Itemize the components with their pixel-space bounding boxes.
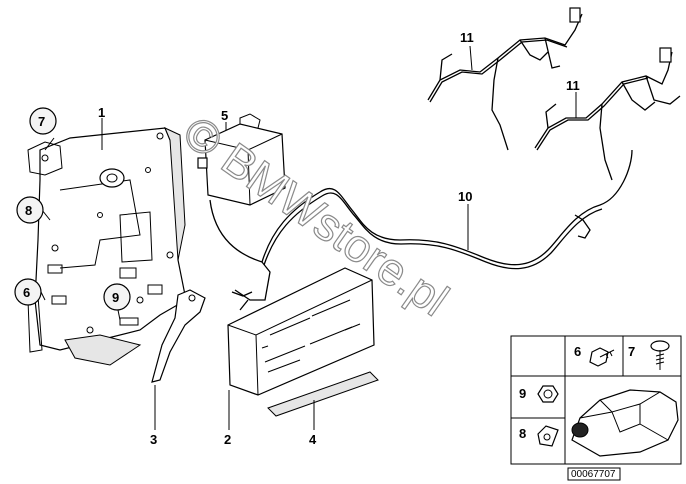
callout-7-circle: 7 — [29, 107, 57, 135]
clip-nut-icon — [537, 425, 559, 447]
control-module-part[interactable] — [197, 113, 286, 206]
housing-box-part[interactable] — [227, 267, 375, 396]
legend-item-8[interactable]: 8 — [519, 425, 559, 447]
callout-3: 3 — [150, 432, 157, 447]
callout-10: 10 — [458, 189, 472, 204]
callout-6-circle: 6 — [14, 278, 42, 306]
svg-text:9: 9 — [519, 386, 526, 401]
svg-text:8: 8 — [25, 203, 32, 218]
svg-text:7: 7 — [628, 344, 635, 359]
legend-item-7[interactable]: 7 — [628, 340, 670, 370]
diagram-id: 00067707 — [571, 469, 616, 480]
callout-8-circle: 8 — [16, 196, 44, 224]
pad-strip-part[interactable] — [267, 371, 379, 417]
callout-1: 1 — [98, 105, 105, 120]
svg-text:6: 6 — [23, 285, 30, 300]
callout-9-circle: 9 — [103, 283, 131, 311]
bolt-icon — [589, 347, 615, 367]
svg-text:8: 8 — [519, 426, 526, 441]
support-strut-part[interactable] — [151, 289, 206, 383]
harness-upper-part[interactable] — [427, 7, 583, 151]
wiring-cable-part[interactable] — [209, 149, 633, 311]
svg-text:7: 7 — [38, 114, 45, 129]
callout-4: 4 — [309, 432, 317, 447]
small-parts-legend: 6 7 9 8 — [510, 335, 682, 481]
svg-text:6: 6 — [574, 344, 581, 359]
harness-lower-part[interactable] — [534, 47, 681, 181]
nut-icon — [537, 385, 559, 403]
callout-11-lower: 11 — [566, 78, 580, 93]
screw-icon — [650, 340, 670, 370]
legend-item-9[interactable]: 9 — [519, 385, 559, 403]
leader-lines — [39, 45, 577, 430]
callout-2: 2 — [224, 432, 231, 447]
callout-11-upper: 11 — [460, 30, 474, 45]
car-location-icon — [571, 389, 679, 457]
callout-5: 5 — [221, 108, 228, 123]
legend-item-6[interactable]: 6 — [574, 344, 615, 367]
mounting-bracket-part[interactable] — [27, 127, 187, 366]
svg-text:9: 9 — [112, 290, 119, 305]
